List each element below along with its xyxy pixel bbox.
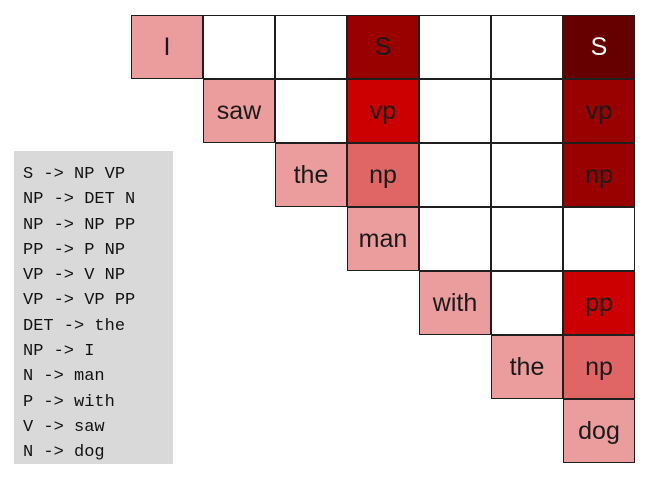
chart-cell-empty (491, 143, 563, 207)
chart-cell-empty (203, 15, 275, 79)
chart-cell-empty (563, 207, 635, 271)
chart-cell-the: the (491, 335, 563, 399)
grammar-rule: PP -> P NP (23, 240, 126, 260)
chart-cell-saw: saw (203, 79, 275, 143)
chart-cell-dog: dog (563, 399, 635, 463)
chart-cell-empty (275, 15, 347, 79)
chart-cell-empty (275, 79, 347, 143)
chart-cell-i: I (131, 15, 203, 79)
chart-cell-np: np (563, 143, 635, 207)
chart-cell-np: np (347, 143, 419, 207)
grammar-rules-panel: S -> NP VP NP -> DET N NP -> NP PP PP ->… (14, 151, 173, 464)
chart-cell-vp: vp (347, 79, 419, 143)
chart-cell-empty (491, 15, 563, 79)
chart-cell-empty (419, 79, 491, 143)
chart-cell-pp: pp (563, 271, 635, 335)
chart-cell-the: the (275, 143, 347, 207)
chart-cell-np: np (563, 335, 635, 399)
chart-cell-man: man (347, 207, 419, 271)
grammar-rule: VP -> VP PP (23, 291, 136, 311)
chart-cell-empty (419, 15, 491, 79)
grammar-rule: V -> saw (23, 417, 105, 437)
chart-cell-s: S (347, 15, 419, 79)
grammar-rule: NP -> I (23, 342, 95, 362)
grammar-rule: N -> dog (23, 443, 105, 463)
grammar-rule: N -> man (23, 367, 105, 387)
chart-cell-s: S (563, 15, 635, 79)
grammar-rule: S -> NP VP (23, 165, 126, 184)
chart-cell-with: with (419, 271, 491, 335)
chart-cell-empty (491, 271, 563, 335)
chart-cell-empty (491, 79, 563, 143)
grammar-rule: DET -> the (23, 316, 126, 336)
chart-cell-empty (419, 207, 491, 271)
grammar-rule: VP -> V NP (23, 266, 126, 286)
chart-cell-empty (491, 207, 563, 271)
grammar-rule: NP -> NP PP (23, 215, 136, 235)
grammar-rule: P -> with (23, 392, 115, 412)
chart-cell-empty (419, 143, 491, 207)
chart-cell-vp: vp (563, 79, 635, 143)
grammar-rule: NP -> DET N (23, 190, 136, 210)
